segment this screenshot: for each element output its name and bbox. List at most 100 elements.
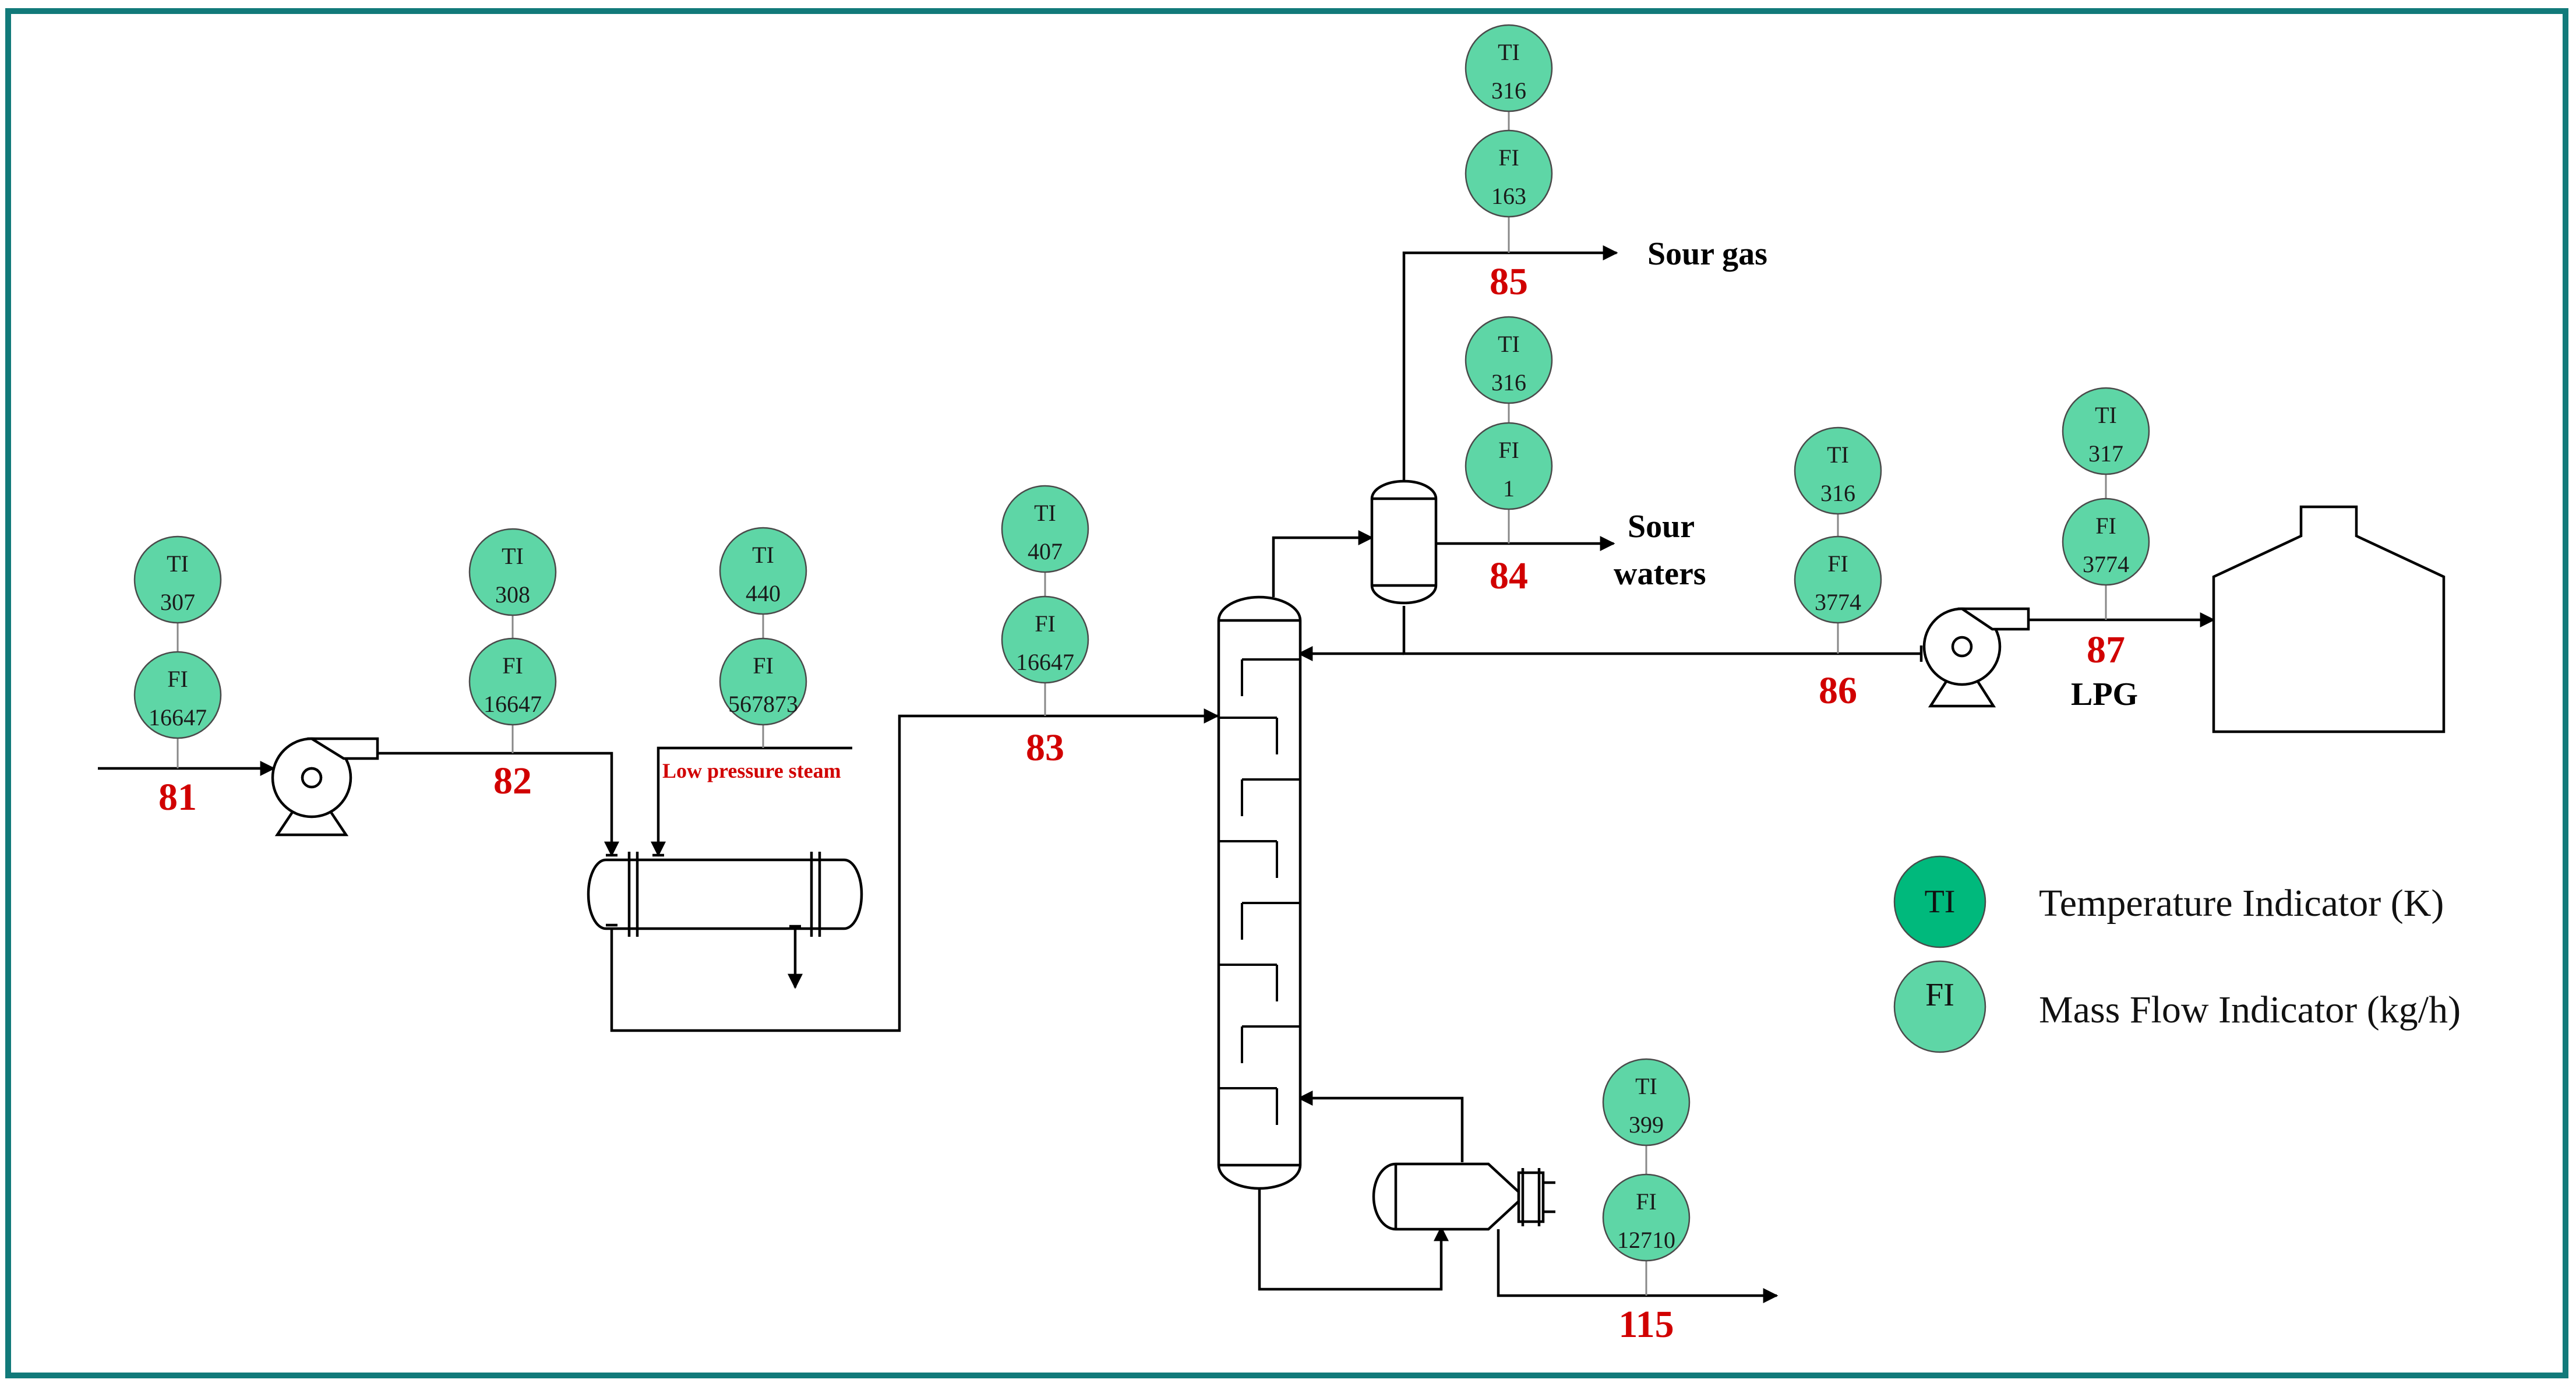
- process-labels: Low pressure steam Sour gas Sour waters …: [662, 236, 2138, 782]
- fi-tag: FI: [1498, 437, 1519, 463]
- diagram-frame: [5, 8, 2568, 1378]
- ti-bubble: [1602, 1058, 1691, 1146]
- lpg-label: LPG: [2071, 676, 2138, 712]
- ti-tag: TI: [1498, 39, 1520, 65]
- sour-waters-label-line1: Sour: [1628, 509, 1695, 545]
- ti-tag: TI: [1498, 331, 1520, 357]
- fi-value: 163: [1491, 183, 1526, 209]
- reflux-drum: [1370, 479, 1438, 605]
- ti-indicator-83: TI 407: [1001, 485, 1089, 573]
- legend-fi-symbol: [1893, 960, 1986, 1053]
- ti-tag: TI: [1827, 442, 1849, 468]
- pipe-83: [610, 708, 1219, 1032]
- ti-tag: TI: [1635, 1073, 1657, 1099]
- fi-tag: FI: [2095, 513, 2116, 539]
- fi-tag: FI: [753, 652, 774, 679]
- fi-value: 3774: [2083, 551, 2129, 577]
- legend: TI Temperature Indicator (K) FI Mass Flo…: [1893, 855, 2461, 1053]
- fi-tag: FI: [1827, 551, 1848, 577]
- heat-exchanger: [587, 852, 863, 937]
- legend-ti-tag: TI: [1925, 884, 1956, 920]
- ti-tag: TI: [752, 542, 774, 568]
- fi-bubble: [719, 637, 807, 726]
- ti-bubble: [2062, 387, 2150, 475]
- stream-number-81: 81: [158, 776, 197, 819]
- ti-bubble: [1001, 485, 1089, 573]
- pipe-steam: [651, 746, 852, 857]
- pump-1: [271, 737, 379, 837]
- ti-tag: TI: [502, 543, 524, 569]
- fi-value: 16647: [149, 704, 207, 731]
- ti-value: 407: [1028, 538, 1063, 565]
- indicators: TI307FI16647TI308FI16647TI440FI567873TI4…: [133, 24, 2150, 1296]
- pipe-115: [1497, 1229, 1779, 1303]
- legend-item-fi: FI Mass Flow Indicator (kg/h): [1893, 960, 2461, 1053]
- legend-fi-tag: FI: [1925, 977, 1954, 1013]
- legend-fi-text: Mass Flow Indicator (kg/h): [2039, 989, 2461, 1031]
- fi-bubble: [2062, 498, 2150, 586]
- pipe-85: [1402, 245, 1618, 484]
- fi-value: 1: [1503, 475, 1515, 502]
- fi-indicator-82: FI 16647: [468, 637, 557, 726]
- fi-bubble: [1465, 129, 1553, 218]
- legend-ti-symbol: [1893, 855, 1986, 948]
- ti-tag: TI: [167, 551, 189, 577]
- ti-tag: TI: [2095, 402, 2117, 428]
- legend-item-ti: TI Temperature Indicator (K): [1893, 855, 2444, 948]
- stream-number-82: 82: [493, 760, 532, 802]
- fi-value: 12710: [1617, 1227, 1675, 1253]
- distillation-column: [1217, 595, 1302, 1190]
- ti-bubble: [1465, 24, 1553, 112]
- ti-bubble: [1794, 426, 1882, 515]
- stream-number-115: 115: [1618, 1303, 1674, 1346]
- ti-bubble: [133, 535, 222, 624]
- ti-value: 307: [160, 589, 195, 615]
- piping: [98, 245, 2215, 1303]
- fi-tag: FI: [1498, 144, 1519, 171]
- stream-number-86: 86: [1819, 669, 1857, 712]
- legend-ti-text: Temperature Indicator (K): [2039, 882, 2444, 925]
- fi-tag: FI: [502, 652, 523, 679]
- fi-indicator-87: FI 3774: [2062, 498, 2150, 586]
- fi-value: 16647: [484, 691, 542, 717]
- fi-value: 567873: [728, 691, 798, 717]
- fi-indicator-85: FI 163: [1465, 129, 1553, 218]
- fi-bubble: [133, 651, 222, 739]
- fi-bubble: [1465, 422, 1553, 510]
- reboiler: [1372, 1162, 1555, 1231]
- ti-value: 317: [2088, 440, 2123, 467]
- fi-bubble: [1794, 535, 1882, 624]
- ti-value: 308: [495, 581, 530, 608]
- pipe-overhead: [1272, 530, 1374, 597]
- stream-number-83: 83: [1026, 726, 1064, 769]
- fi-tag: FI: [1035, 611, 1056, 637]
- fi-indicator-83: FI 16647: [1001, 595, 1089, 684]
- pipe-82: [377, 752, 619, 857]
- fi-bubble: [1001, 595, 1089, 684]
- stream-numbers: 81 82 83 84 85 86 87 115: [158, 260, 2125, 1346]
- steam-label: Low pressure steam: [662, 759, 841, 782]
- ti-bubble: [1465, 316, 1553, 404]
- pipe-reboil-vapor: [1297, 1091, 1464, 1162]
- fi-value: 3774: [1815, 589, 1861, 615]
- ti-indicator-86: TI 316: [1794, 426, 1882, 515]
- ti-value: 316: [1820, 480, 1855, 506]
- fi-indicator-steam: FI 567873: [719, 637, 807, 726]
- ti-tag: TI: [1034, 500, 1056, 526]
- fi-value: 16647: [1016, 649, 1074, 675]
- fi-bubble: [468, 637, 557, 726]
- ti-indicator-82: TI 308: [468, 528, 557, 616]
- lpg-storage-tank: [2212, 505, 2446, 733]
- sour-waters-label-line2: waters: [1614, 556, 1706, 592]
- pump-2: [1919, 607, 2030, 708]
